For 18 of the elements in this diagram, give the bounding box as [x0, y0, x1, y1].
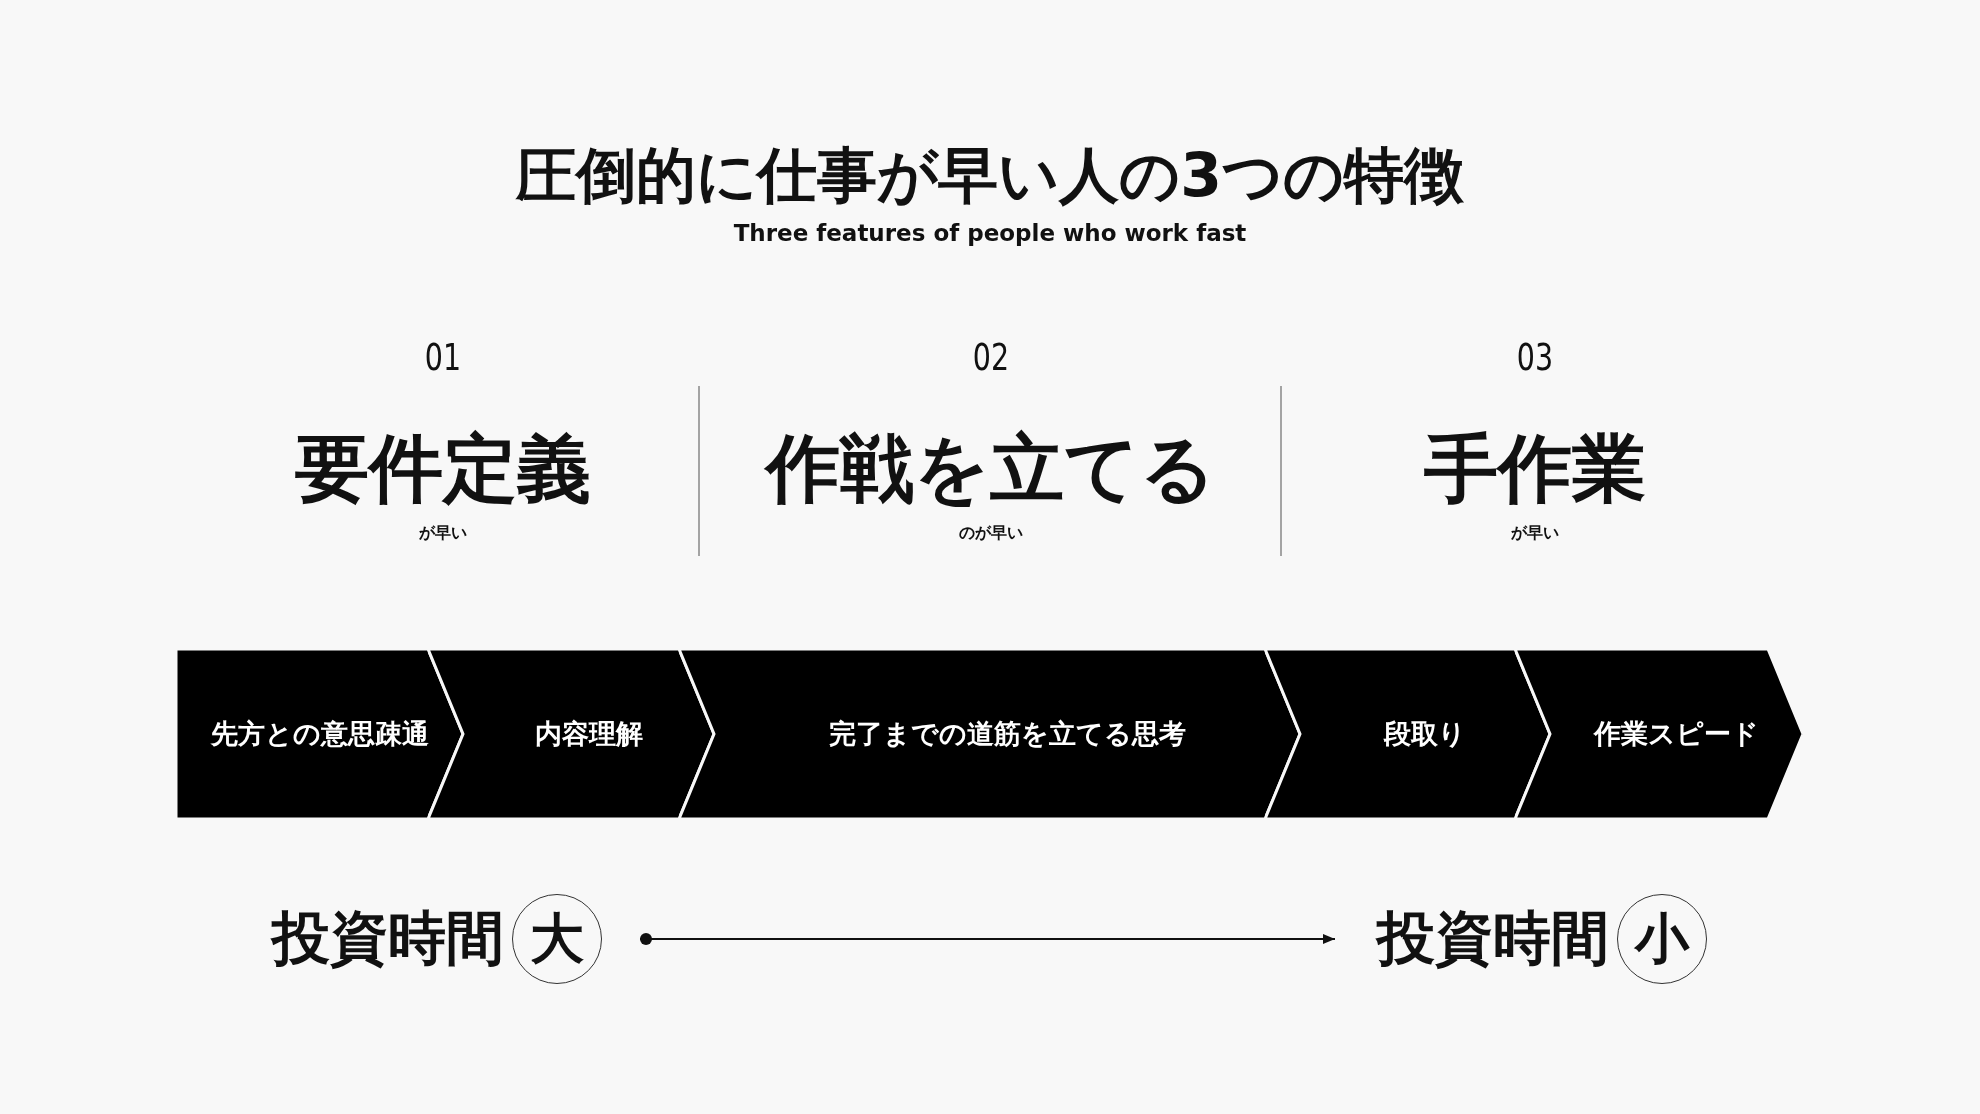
arrow — [639, 933, 1336, 945]
feature-note: が早い — [419, 522, 467, 544]
feature-heading: 要件定義 — [295, 424, 591, 513]
subtitle: Three features of people who work fast — [733, 220, 1247, 246]
step-number: 01 — [424, 335, 462, 379]
feature-heading: 作戦を立てる — [766, 424, 1216, 513]
step-number: 02 — [972, 335, 1010, 379]
feature-note: のが早い — [959, 522, 1023, 544]
chevron-step: 内容理解 — [428, 649, 714, 819]
feature-heading: 手作業 — [1424, 424, 1646, 513]
time-label: 投資時間 — [1377, 903, 1609, 974]
feature-note: が早い — [1511, 522, 1559, 544]
step-number: 03 — [1516, 335, 1554, 379]
chevron-step: 作業スピード — [1515, 649, 1803, 819]
title: 圧倒的に仕事が早い人の3つの特徴 — [516, 138, 1464, 212]
chevron-step: 段取り — [1265, 649, 1550, 819]
time-label: 投資時間 — [272, 903, 504, 974]
chevron-step: 先方との意思疎通 — [176, 649, 463, 819]
